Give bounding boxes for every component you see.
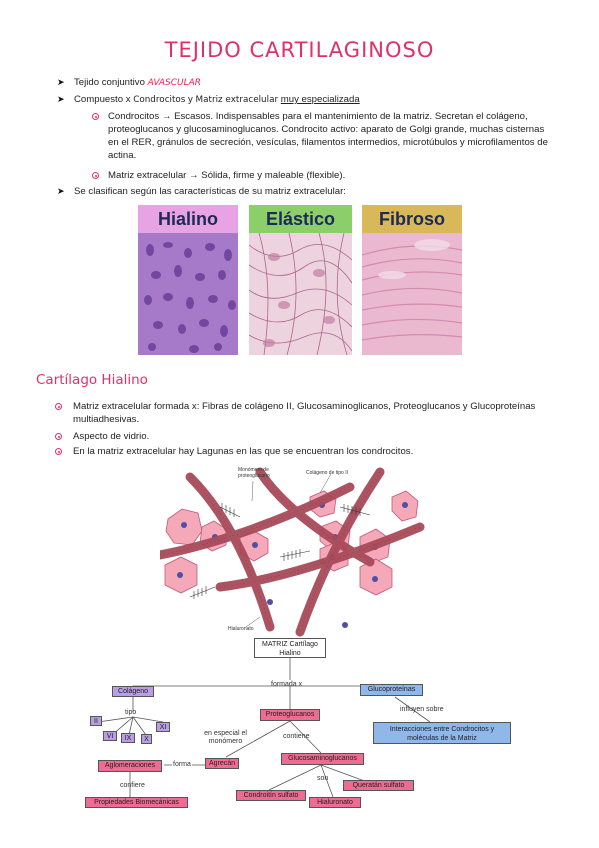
- condrocitos-description: Condrocitos → Escasos. Indispensables pa…: [108, 111, 548, 161]
- circle-bullet-icon: [55, 448, 62, 455]
- concept-agrecan: Agrecán: [205, 758, 239, 769]
- section-title-cartilago-hialino: Cartílago Hialino: [36, 372, 148, 388]
- label-confiere: confiere: [120, 782, 145, 789]
- concept-glucoproteinas: Glucoproteínas: [360, 684, 423, 696]
- histology-panel-elastico: Elástico: [249, 205, 352, 355]
- concept-aglomeraciones: Aglomeraciones: [98, 760, 162, 772]
- circle-bullet-icon: [92, 172, 99, 179]
- concept-queratan: Queratán sulfato: [343, 780, 414, 791]
- concept-propiedades: Propiedades Biomecánicas: [85, 797, 188, 808]
- arrow-bullet-icon: ➤: [57, 94, 65, 104]
- concept-condroitin: Condroitín sulfato: [236, 790, 306, 801]
- cartilage-matrix-illustration: [160, 467, 425, 637]
- concept-type-ii: II: [90, 716, 102, 726]
- concept-type-vi: VI: [103, 731, 117, 741]
- underlined-text: muy especializada: [280, 94, 360, 105]
- fibroso-tissue-image: [362, 233, 462, 355]
- label-forma: forma: [172, 761, 192, 768]
- matriz-description: Matriz extracelular → Sólida, firme y ma…: [108, 170, 346, 181]
- concept-colageno: Colágeno: [112, 686, 154, 697]
- label-tipo: tipo: [125, 709, 137, 716]
- hialino-tissue-image: [138, 233, 238, 355]
- concept-proteoglucanos: Proteoglucanos: [260, 709, 320, 721]
- histology-panel-hialino: Hialino: [138, 205, 238, 355]
- hyaline-bullet-3: En la matriz extracelular hay Lagunas en…: [73, 446, 414, 457]
- page-title: TEJIDO CARTILAGINOSO: [164, 38, 435, 62]
- label-formada-x: formada x: [271, 681, 303, 688]
- circle-bullet-icon: [92, 113, 99, 120]
- circle-bullet-icon: [55, 403, 62, 410]
- concept-glucosaminoglucanos: Glucosaminoglucanos: [281, 753, 364, 765]
- arrow-bullet-icon: ➤: [57, 186, 65, 196]
- intro-line-1: Tejido conjuntivo AVASCULAR: [74, 77, 202, 88]
- concept-type-xi: XI: [156, 722, 170, 732]
- label-colageno-tipo-ii: Colágeno de tipo II: [306, 470, 348, 476]
- panel-label-hialino: Hialino: [138, 205, 238, 233]
- label-hialuronato: Hialuronato: [228, 626, 254, 632]
- hyaline-bullet-1: Matriz extracelular formada x: Fibras de…: [73, 401, 536, 425]
- avascular-highlight: AVASCULAR: [147, 78, 202, 88]
- label-contiene: contiene: [283, 733, 310, 740]
- intro-line-2: Compuesto x Condrocitos y Matriz extrace…: [74, 94, 360, 105]
- concept-type-ix: IX: [121, 733, 135, 743]
- concept-type-x: X: [141, 734, 152, 744]
- histology-panel-fibroso: Fibroso: [362, 205, 462, 355]
- concept-hialuronato: Hialuronato: [309, 797, 361, 808]
- hyaline-bullet-2: Aspecto de vidrio.: [73, 431, 150, 442]
- concept-root-matriz: MATRIZ Cartílago Hialino: [254, 638, 326, 658]
- elastico-tissue-image: [249, 232, 352, 355]
- label-en-especial: en especial el monómero: [204, 730, 247, 745]
- panel-label-fibroso: Fibroso: [362, 205, 462, 233]
- panel-label-elastico: Elástico: [249, 205, 352, 233]
- circle-bullet-icon: [55, 433, 62, 440]
- intro-line-3: Se clasifican según las características …: [74, 186, 346, 197]
- label-son: son: [317, 775, 329, 782]
- arrow-bullet-icon: ➤: [57, 77, 65, 87]
- concept-interacciones: Interacciones entre Condrocitos y molécu…: [373, 722, 511, 744]
- label-monomero: Monómero de proteoglucano: [238, 467, 270, 479]
- label-influyen-sobre: influyen sobre: [400, 706, 444, 713]
